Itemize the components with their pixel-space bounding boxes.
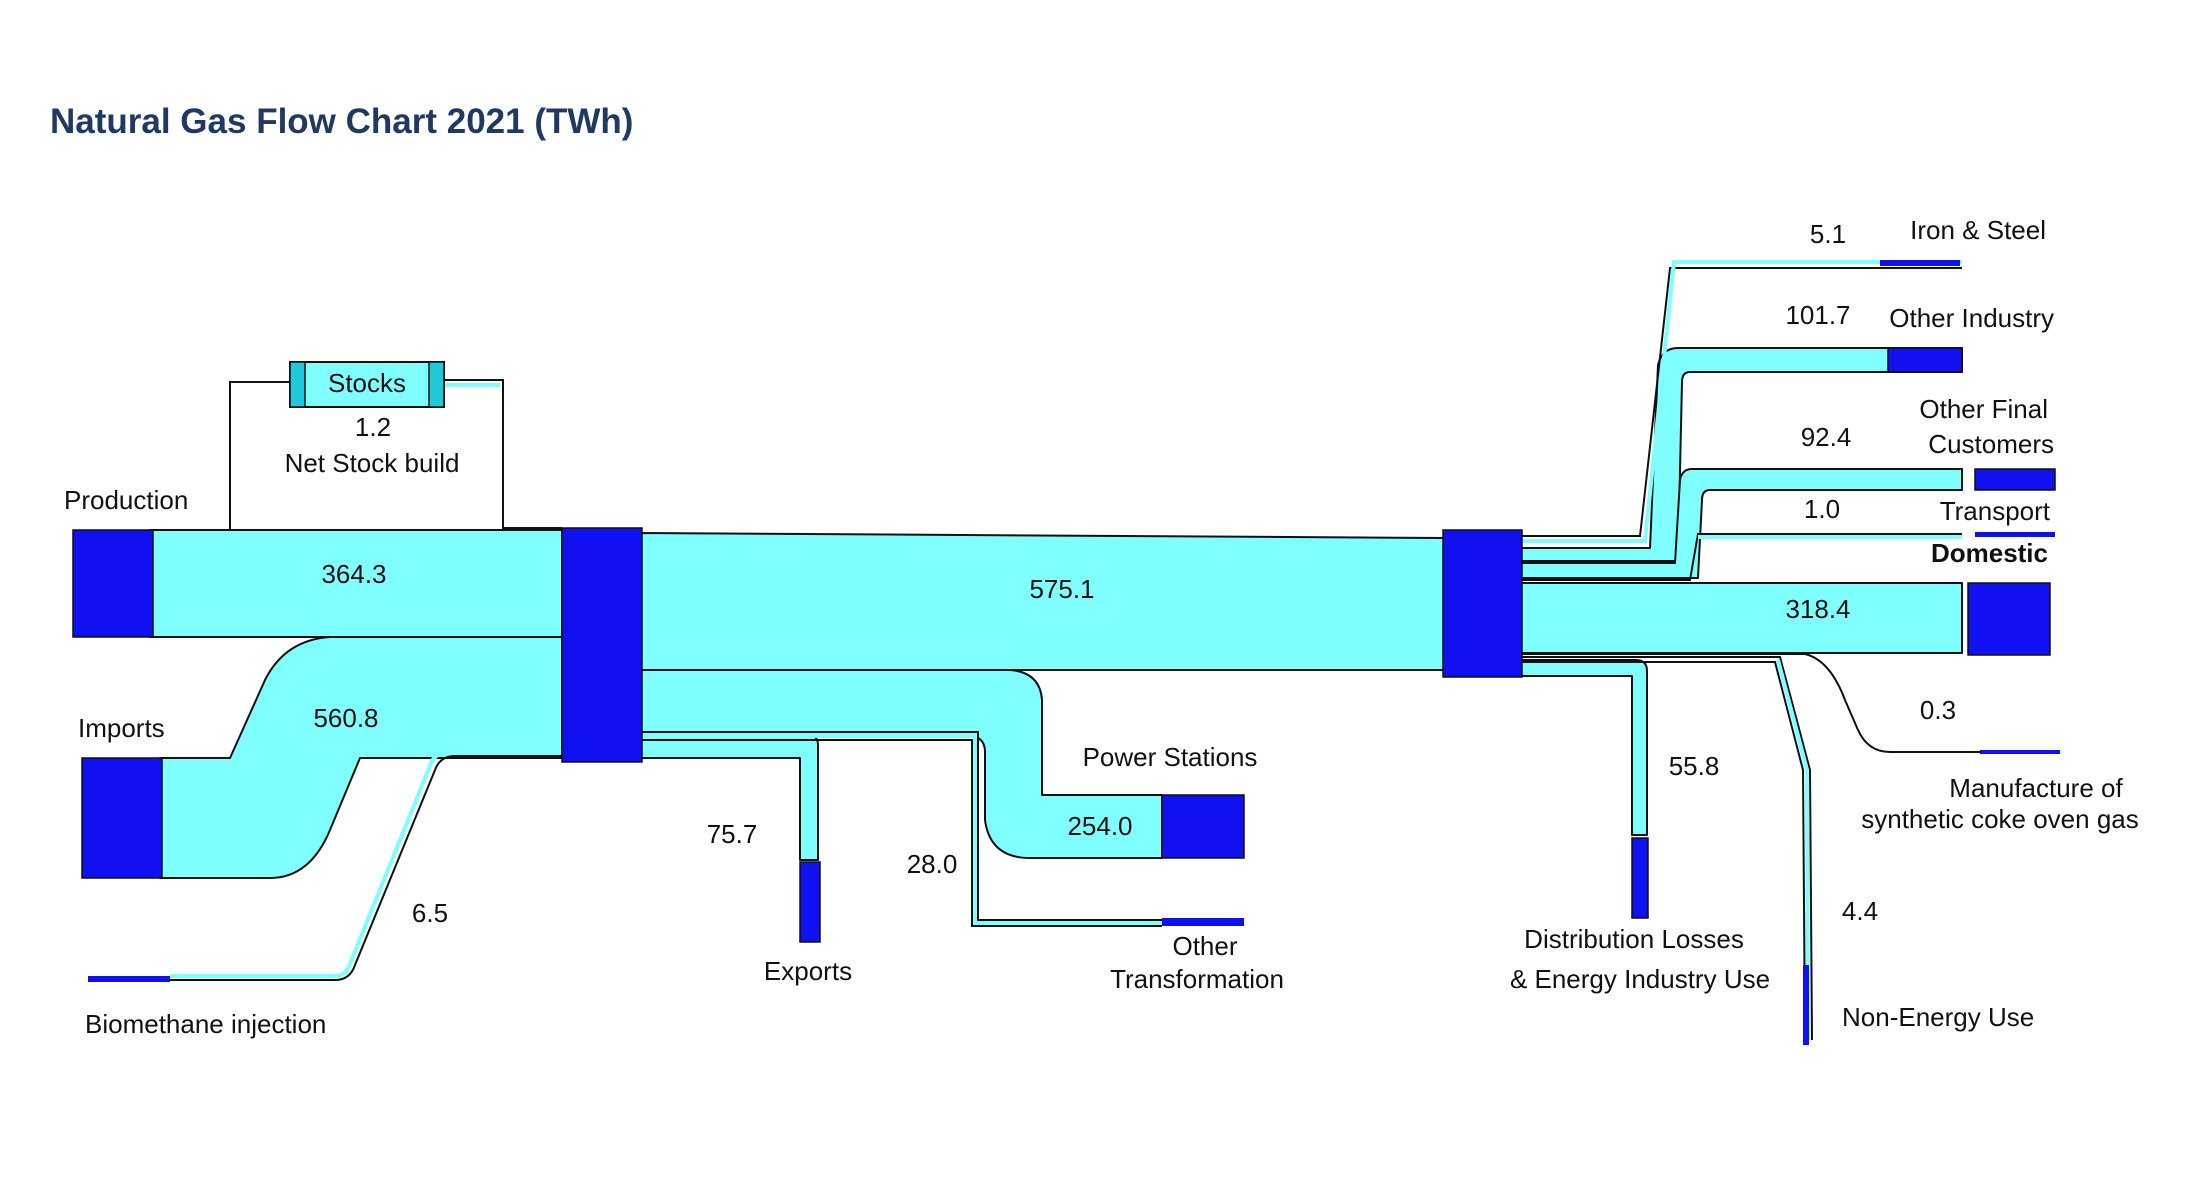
other-transformation-label-2: Transformation xyxy=(1110,964,1284,994)
other-final-value: 92.4 xyxy=(1801,422,1852,452)
manufacture-node xyxy=(1980,750,2060,754)
net-stock-build-label: Net Stock build xyxy=(285,448,460,478)
manufacture-label-2: synthetic coke oven gas xyxy=(1861,804,2139,834)
biomethane-node xyxy=(88,976,170,982)
domestic-node xyxy=(1967,582,2051,656)
production-label: Production xyxy=(64,485,188,515)
other-transformation-value: 28.0 xyxy=(907,849,958,879)
other-final-node xyxy=(1974,468,2056,491)
iron-steel-value: 5.1 xyxy=(1810,219,1846,249)
distribution-flow xyxy=(1519,659,1648,836)
production-node xyxy=(72,529,154,638)
iron-steel-label: Iron & Steel xyxy=(1910,215,2046,245)
domestic-flow xyxy=(1519,582,1963,654)
imports-value: 560.8 xyxy=(313,703,378,733)
other-industry-value: 101.7 xyxy=(1785,300,1850,330)
exports-node xyxy=(799,861,821,943)
iron-steel-node xyxy=(1880,260,1960,266)
imports-node xyxy=(81,757,163,879)
manufacture-value: 0.3 xyxy=(1920,695,1956,725)
exports-label: Exports xyxy=(764,956,852,986)
other-final-label-2: Customers xyxy=(1928,429,2054,459)
power-stations-value: 254.0 xyxy=(1067,811,1132,841)
other-transformation-node xyxy=(1162,918,1244,926)
stocks-label: Stocks xyxy=(328,368,406,398)
other-industry-label: Other Industry xyxy=(1889,303,2054,333)
distribution-node xyxy=(1631,837,1649,919)
non-energy-value: 4.4 xyxy=(1842,896,1878,926)
non-energy-label: Non-Energy Use xyxy=(1842,1002,2034,1032)
hub-node-left xyxy=(561,527,643,763)
stocks-flow-out xyxy=(229,381,300,530)
non-energy-node xyxy=(1803,965,1809,1045)
biomethane-value: 6.5 xyxy=(412,898,448,928)
imports-label: Imports xyxy=(78,713,165,743)
transport-value: 1.0 xyxy=(1804,494,1840,524)
other-industry-flow xyxy=(1519,347,1963,562)
exports-value: 75.7 xyxy=(707,819,758,849)
main-flow-value: 575.1 xyxy=(1029,574,1094,604)
other-final-flow xyxy=(1519,468,1963,579)
power-stations-label: Power Stations xyxy=(1083,742,1258,772)
manufacture-flow xyxy=(1520,653,2060,753)
other-industry-node xyxy=(1887,347,1963,373)
distribution-label-1: Distribution Losses xyxy=(1524,924,1744,954)
transport-flow xyxy=(1520,533,1962,581)
production-value: 364.3 xyxy=(321,559,386,589)
power-stations-node xyxy=(1161,794,1245,859)
biomethane-flow xyxy=(170,755,562,981)
transport-label: Transport xyxy=(1940,496,2051,526)
other-transformation-label-1: Other xyxy=(1172,931,1237,961)
other-final-label-1: Other Final xyxy=(1919,394,2048,424)
stocks-box xyxy=(289,361,445,408)
distribution-value: 55.8 xyxy=(1669,751,1720,781)
imports-flow xyxy=(159,636,563,879)
biomethane-label: Biomethane injection xyxy=(85,1009,326,1039)
hub-node-right xyxy=(1442,529,1523,678)
manufacture-label-1: Manufacture of xyxy=(1949,773,2123,803)
iron-steel-flow xyxy=(1520,267,1962,537)
distribution-label-2: & Energy Industry Use xyxy=(1510,964,1770,994)
domestic-value: 318.4 xyxy=(1785,594,1850,624)
other-transformation-flow xyxy=(640,731,1162,921)
chart-title: Natural Gas Flow Chart 2021 (TWh) xyxy=(50,102,633,141)
domestic-label: Domestic xyxy=(1931,538,2048,568)
non-energy-flow xyxy=(1520,656,1813,1041)
stocks-flow-in xyxy=(442,379,562,529)
transport-node xyxy=(1975,532,2055,537)
stocks-value: 1.2 xyxy=(355,412,391,442)
